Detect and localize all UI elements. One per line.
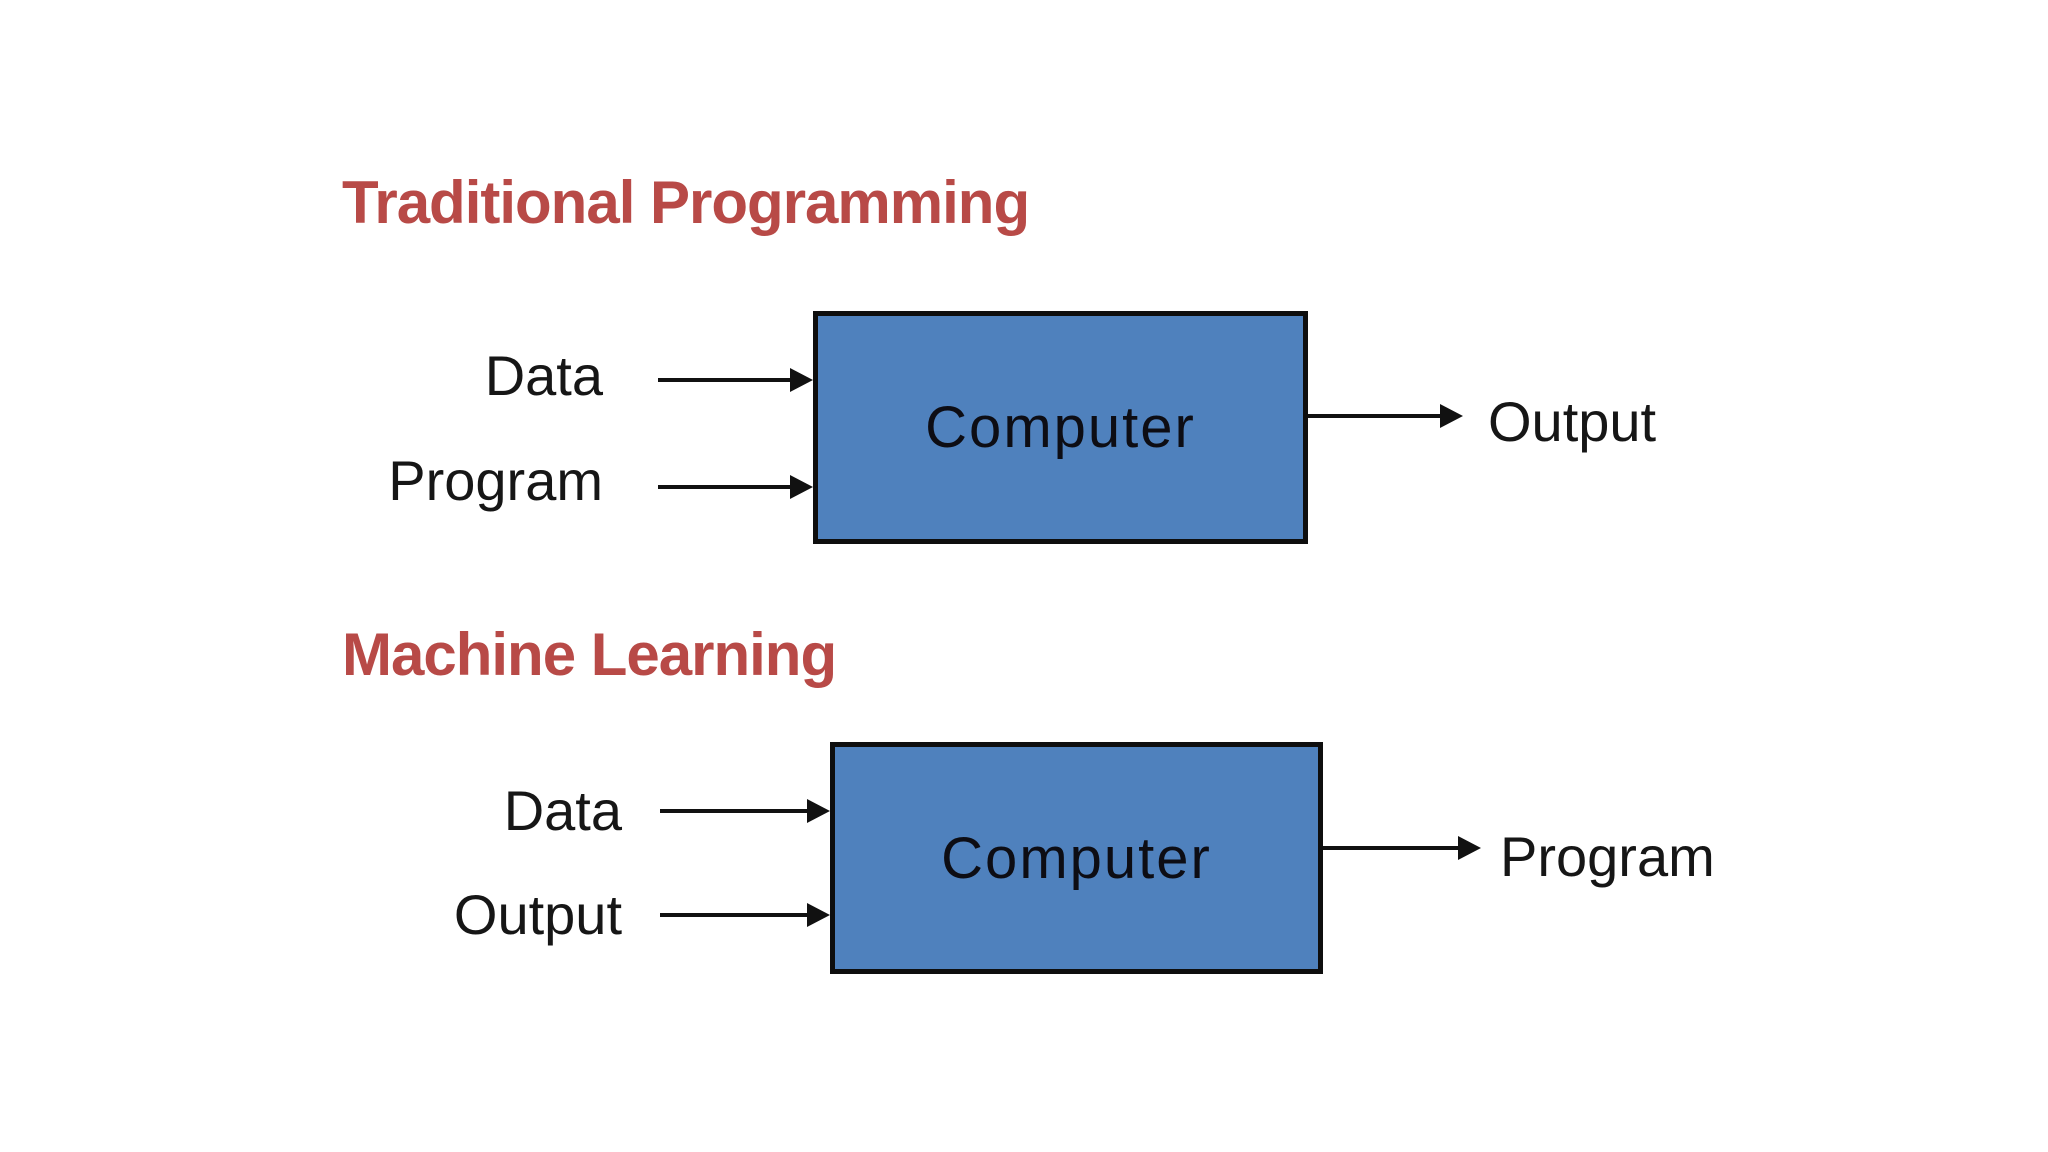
computer-box: Computer (813, 311, 1308, 544)
section-title-traditional-programming: Traditional Programming (342, 169, 1030, 236)
arrowhead-icon (807, 903, 830, 927)
arrow-shaft (1308, 414, 1447, 418)
section-title-machine-learning: Machine Learning (342, 621, 837, 688)
arrow-shaft (658, 378, 797, 382)
arrow-computer-to-output (1308, 403, 1463, 429)
arrow-output-to-computer (660, 902, 830, 928)
output-label: Output (1488, 390, 1657, 453)
arrow-computer-to-program (1323, 835, 1481, 861)
arrowhead-icon (1440, 404, 1463, 428)
output-label: Program (1500, 825, 1715, 888)
computer-box-label: Computer (941, 825, 1212, 891)
computer-box-label: Computer (925, 395, 1196, 460)
arrow-shaft (658, 485, 797, 489)
arrow-shaft (660, 913, 814, 917)
arrowhead-icon (790, 475, 813, 499)
arrow-data-to-computer (658, 367, 813, 393)
arrow-shaft (660, 809, 814, 813)
input-label-data: Data (484, 344, 603, 407)
arrow-program-to-computer (658, 474, 813, 500)
input-label-program: Program (388, 449, 603, 512)
arrowhead-icon (790, 368, 813, 392)
input-label-output: Output (453, 883, 622, 946)
computer-box: Computer (830, 742, 1323, 974)
arrowhead-icon (1458, 836, 1481, 860)
arrow-data-to-computer (660, 798, 830, 824)
arrow-shaft (1323, 846, 1465, 850)
arrowhead-icon (807, 799, 830, 823)
input-label-data: Data (503, 779, 622, 842)
